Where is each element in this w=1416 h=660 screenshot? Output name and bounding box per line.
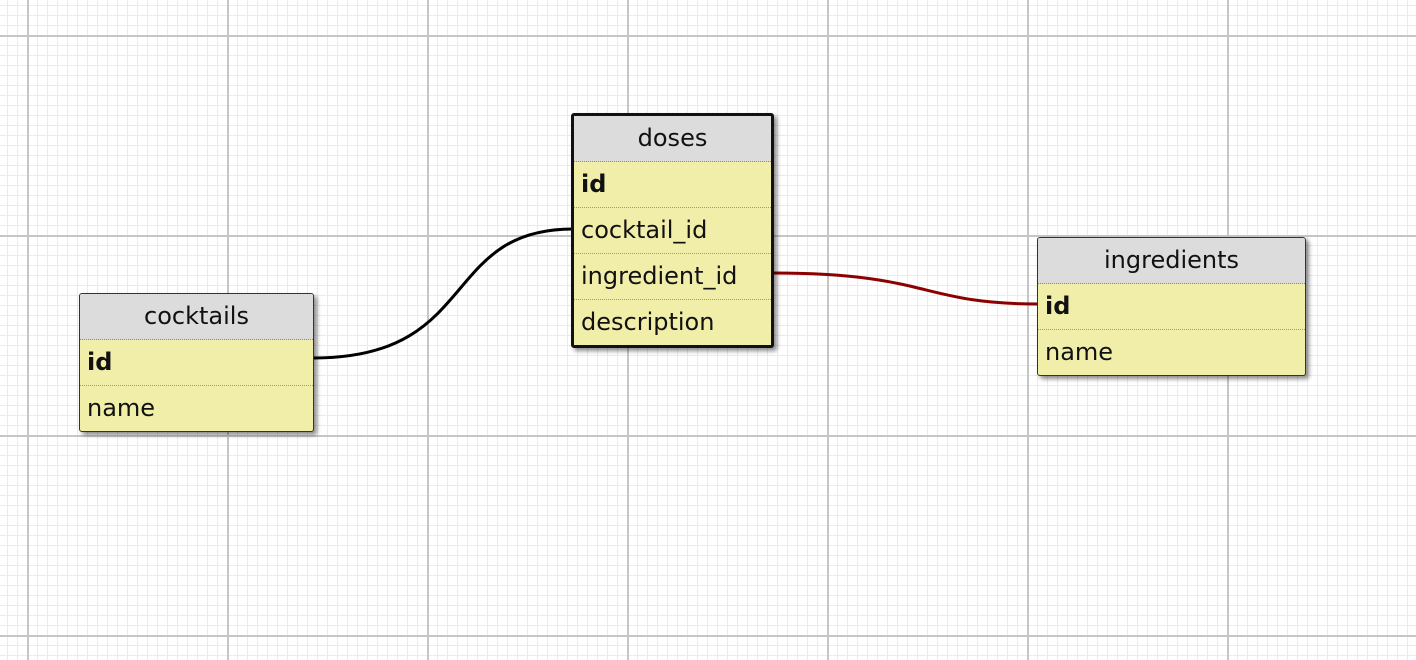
field-id[interactable]: id (80, 340, 313, 386)
field-name[interactable]: name (87, 394, 156, 422)
field-ingredient-id[interactable]: ingredient_id (574, 254, 771, 300)
table-title: ingredients (1038, 238, 1305, 284)
table-title: cocktails (80, 294, 313, 340)
table-doses[interactable]: doses id cocktail_id ingredient_id descr… (571, 113, 774, 348)
relation-line-doses-cocktails[interactable] (313, 227, 574, 360)
field-cocktail-id[interactable]: cocktail_id (574, 208, 771, 254)
table-ingredients[interactable]: ingredients id name (1037, 237, 1306, 376)
field-id[interactable]: id (1038, 284, 1305, 330)
table-title: doses (574, 116, 771, 162)
field-name[interactable]: name (1045, 338, 1114, 366)
field-description[interactable]: description (581, 308, 715, 336)
table-cocktails[interactable]: cocktails id name (79, 293, 314, 432)
field-id[interactable]: id (574, 162, 771, 208)
relation-line-doses-ingredients[interactable] (772, 271, 1039, 306)
